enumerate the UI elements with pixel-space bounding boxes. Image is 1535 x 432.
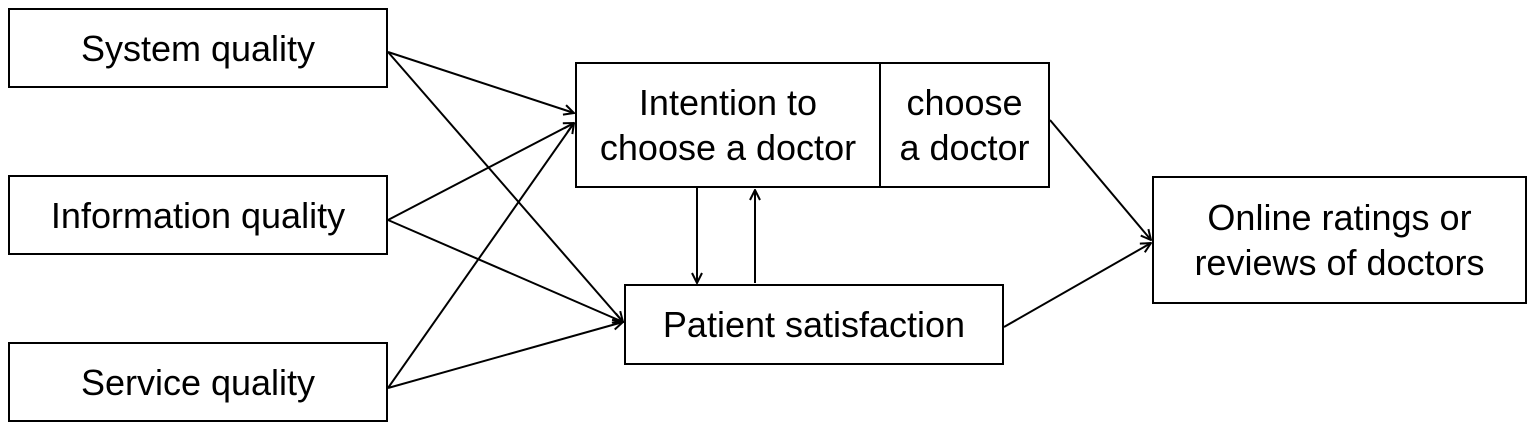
node-intention-to-choose: Intention to choose a doctor choose a do… bbox=[575, 62, 1050, 188]
node-online-ratings: Online ratings or reviews of doctors bbox=[1152, 176, 1527, 304]
arrow-information-to-intention bbox=[387, 123, 574, 221]
node-intention-left-cell: Intention to choose a doctor bbox=[577, 64, 881, 186]
arrow-service-to-satisfaction bbox=[387, 322, 623, 389]
arrow-system-to-satisfaction bbox=[387, 51, 623, 322]
node-online-ratings-label: Online ratings or reviews of doctors bbox=[1194, 197, 1485, 283]
node-system-quality: System quality bbox=[8, 8, 388, 88]
arrow-satisfaction-to-ratings bbox=[1003, 243, 1151, 328]
node-patient-satisfaction: Patient satisfaction bbox=[624, 284, 1004, 365]
node-intention-right-label: choose a doctor bbox=[899, 82, 1030, 168]
arrow-intention-to-ratings bbox=[1049, 119, 1151, 240]
arrow-system-to-intention bbox=[387, 51, 574, 113]
node-service-quality: Service quality bbox=[8, 342, 388, 422]
node-system-quality-label: System quality bbox=[80, 27, 316, 69]
node-information-quality-label: Information quality bbox=[50, 194, 346, 236]
arrow-information-to-satisfaction bbox=[387, 219, 623, 322]
arrow-service-to-intention bbox=[387, 123, 574, 389]
node-patient-satisfaction-label: Patient satisfaction bbox=[662, 304, 966, 345]
node-information-quality: Information quality bbox=[8, 175, 388, 255]
node-intention-left-label: Intention to choose a doctor bbox=[599, 82, 857, 168]
node-service-quality-label: Service quality bbox=[80, 361, 316, 403]
node-intention-right-cell: choose a doctor bbox=[881, 64, 1048, 186]
